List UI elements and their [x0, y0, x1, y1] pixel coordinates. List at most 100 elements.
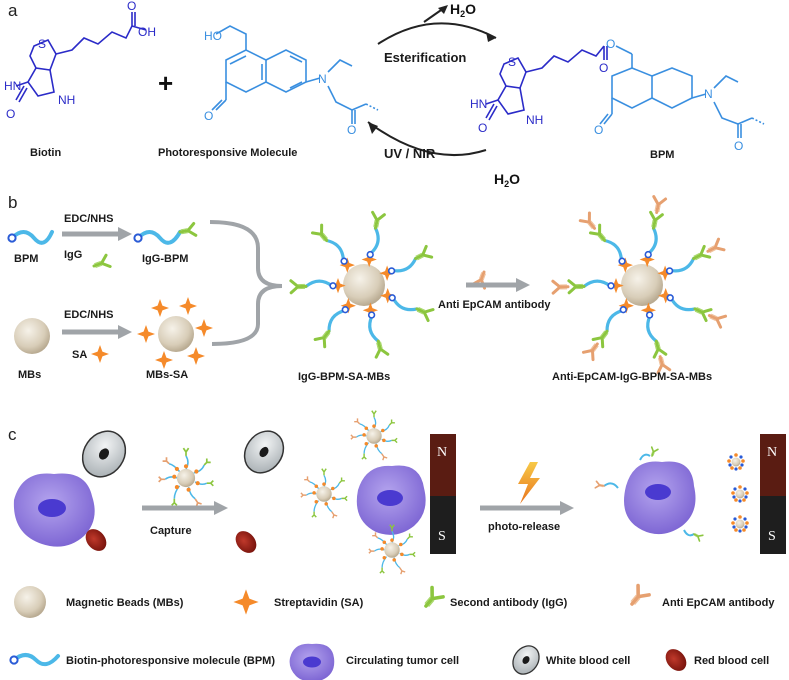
photo-release-arrow — [480, 501, 574, 515]
magnet-middle — [430, 434, 456, 554]
magnet-middle-n: N — [437, 445, 447, 460]
complex-igg-antibody — [313, 326, 336, 349]
atom-s: S — [38, 37, 46, 51]
complex-epcam-antibody — [578, 211, 601, 234]
complex-biotin-end — [666, 294, 674, 302]
complex-biotin-end — [619, 306, 627, 314]
complex-bpm-linker — [391, 296, 419, 312]
legend-streptavidin: Streptavidin (SA) — [274, 597, 364, 609]
white-blood-cell-middle — [243, 430, 285, 474]
bpm-atom-s: S — [508, 55, 516, 69]
complex-biotin-end — [607, 282, 615, 290]
h2o-out: H2O — [450, 1, 476, 19]
legend-igg-icon — [418, 585, 445, 613]
complex-biotin-end — [388, 294, 396, 302]
anti-epcam-igg-bpm-sa-mbs-complex — [551, 195, 728, 375]
complex-biotin-end — [366, 250, 374, 259]
complex-bpm-linker — [390, 257, 418, 273]
edc-nhs-label-2: EDC/NHS — [64, 309, 114, 321]
plus-sign: + — [158, 68, 173, 98]
released-igg-bpm-fragments — [594, 446, 704, 542]
panel-label-b: b — [8, 193, 17, 212]
complex-bpm-linker — [304, 279, 334, 288]
atom-o-urea: O — [6, 107, 15, 121]
complex-epcam-antibody — [703, 237, 726, 259]
panel-label-a: a — [8, 1, 18, 20]
edc-nhs-label-1: EDC/NHS — [64, 213, 114, 225]
anti-epcam-antibody-label: Anti EpCAM antibody — [438, 299, 551, 311]
complex-biotin-end — [645, 311, 654, 319]
legend-wbc: White blood cell — [546, 655, 630, 667]
atom-o-coumarin: O — [204, 109, 213, 123]
released-bead-2 — [731, 485, 749, 503]
magnet-right-s: S — [768, 529, 776, 544]
bound-complex-bottom — [368, 523, 416, 575]
red-blood-cell-middle — [235, 531, 257, 553]
complex-igg-antibody — [370, 338, 390, 359]
ctc-nucleus-middle — [377, 490, 403, 506]
final-complex-label: Anti-EpCAM-IgG-BPM-SA-MBs — [552, 371, 712, 383]
arrow-to-final-complex — [466, 278, 530, 292]
magnetic-bead — [14, 318, 50, 354]
atom-o-ester: O — [347, 123, 356, 137]
biotin-label: Biotin — [30, 147, 61, 159]
mbs-label: MBs — [18, 369, 41, 381]
complex-epcam-antibody — [551, 279, 570, 295]
white-blood-cell-left — [81, 430, 127, 478]
complex-biotin-end — [329, 282, 337, 290]
complex-igg-antibody — [567, 278, 586, 295]
atom-n-coumarin: N — [318, 72, 327, 86]
complex-bpm-linker — [368, 226, 380, 256]
released-bead-3 — [731, 515, 749, 533]
complex-igg-antibody — [412, 301, 435, 323]
esterification-label: Esterification — [384, 50, 466, 65]
bpm-atom-o-carbonyl: O — [599, 61, 608, 75]
atom-oh: OH — [138, 25, 156, 39]
capture-complex-icon — [157, 447, 215, 508]
combine-bracket — [209, 220, 283, 346]
sa-star-icon — [91, 345, 109, 363]
magnet-middle-s: S — [438, 529, 446, 544]
igg-bpm-sa-mbs-complex — [289, 210, 435, 359]
complex-bpm-linker — [327, 308, 347, 333]
bpm-atom-hn: HN — [470, 97, 487, 111]
legend-ctc-nucleus — [303, 656, 321, 668]
complex-igg-antibody — [289, 278, 308, 295]
bpm-atom-nh: NH — [526, 113, 543, 127]
capture-arrow — [142, 501, 228, 515]
bpm-atom-o-coumarin: O — [594, 123, 603, 137]
magnet-right-n: N — [767, 445, 777, 460]
released-bead-1 — [727, 453, 745, 471]
complex-bpm-linker — [669, 296, 697, 312]
legend-rbc: Red blood cell — [694, 655, 769, 667]
igg-bpm-sa-mbs-label: IgG-BPM-SA-MBs — [298, 371, 390, 383]
complex-biotin-end — [340, 257, 348, 265]
complex-bpm-linker — [605, 308, 625, 333]
bpm-atom-o-ester-bridge: O — [606, 37, 615, 51]
panel-label-c: c — [8, 425, 17, 444]
legend-bead-icon — [14, 586, 46, 618]
complex-igg-antibody — [690, 301, 713, 323]
igg-label: IgG — [64, 249, 82, 261]
complex-bpm-linker — [668, 257, 696, 273]
atom-ho: HO — [204, 29, 222, 43]
complex-epcam-antibody — [705, 308, 728, 329]
bpm-label: BPM — [650, 149, 674, 161]
arrow-bpm-to-igg-bpm — [62, 227, 132, 241]
red-blood-cell-left — [85, 529, 107, 551]
complex-igg-antibody — [646, 210, 664, 231]
igg-bpm-label: IgG-BPM — [142, 253, 188, 265]
ctc-nucleus-left — [38, 499, 66, 517]
uv-nir-label: UV / NIR — [384, 146, 436, 161]
complex-biotin-end — [618, 257, 626, 265]
ctc-nucleus-released — [645, 484, 671, 500]
legend-magnetic-beads: Magnetic Beads (MBs) — [66, 597, 184, 609]
complex-igg-antibody — [368, 210, 386, 231]
complex-epcam-antibody — [581, 338, 604, 362]
complex-biotin-end — [341, 306, 349, 314]
complex-bpm-linker — [646, 226, 658, 256]
bpm-molecule-icon — [7, 230, 54, 245]
legend-bpm: Biotin-photoresponsive molecule (BPM) — [66, 655, 275, 667]
complex-igg-antibody — [648, 338, 668, 359]
